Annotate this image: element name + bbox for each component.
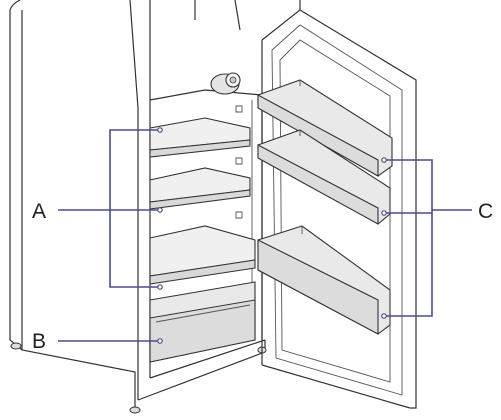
door-bin-2 [257, 129, 391, 225]
callout-a-label: A [32, 200, 46, 223]
glass-shelf-2 [149, 167, 251, 210]
callout-c-bracket [384, 159, 433, 317]
crisper-drawer [149, 281, 256, 363]
glass-shelf-3 [149, 225, 256, 285]
callout-a-bracket [109, 129, 160, 288]
callout-b-label: B [32, 330, 46, 353]
callout-b: B [32, 330, 163, 353]
fridge-cabinet [9, 0, 267, 414]
callout-a: A [32, 127, 163, 290]
shelf-clips [235, 105, 243, 219]
door-bin-3 [257, 225, 391, 335]
callout-c-label: C [478, 200, 493, 223]
callout-c: C [381, 157, 493, 319]
glass-shelf-1 [149, 117, 251, 158]
thermostat-knob [210, 72, 241, 95]
fridge-door [261, 0, 417, 409]
foot-left [10, 342, 22, 350]
door-bin-1 [257, 79, 393, 177]
foot-front [129, 406, 141, 414]
